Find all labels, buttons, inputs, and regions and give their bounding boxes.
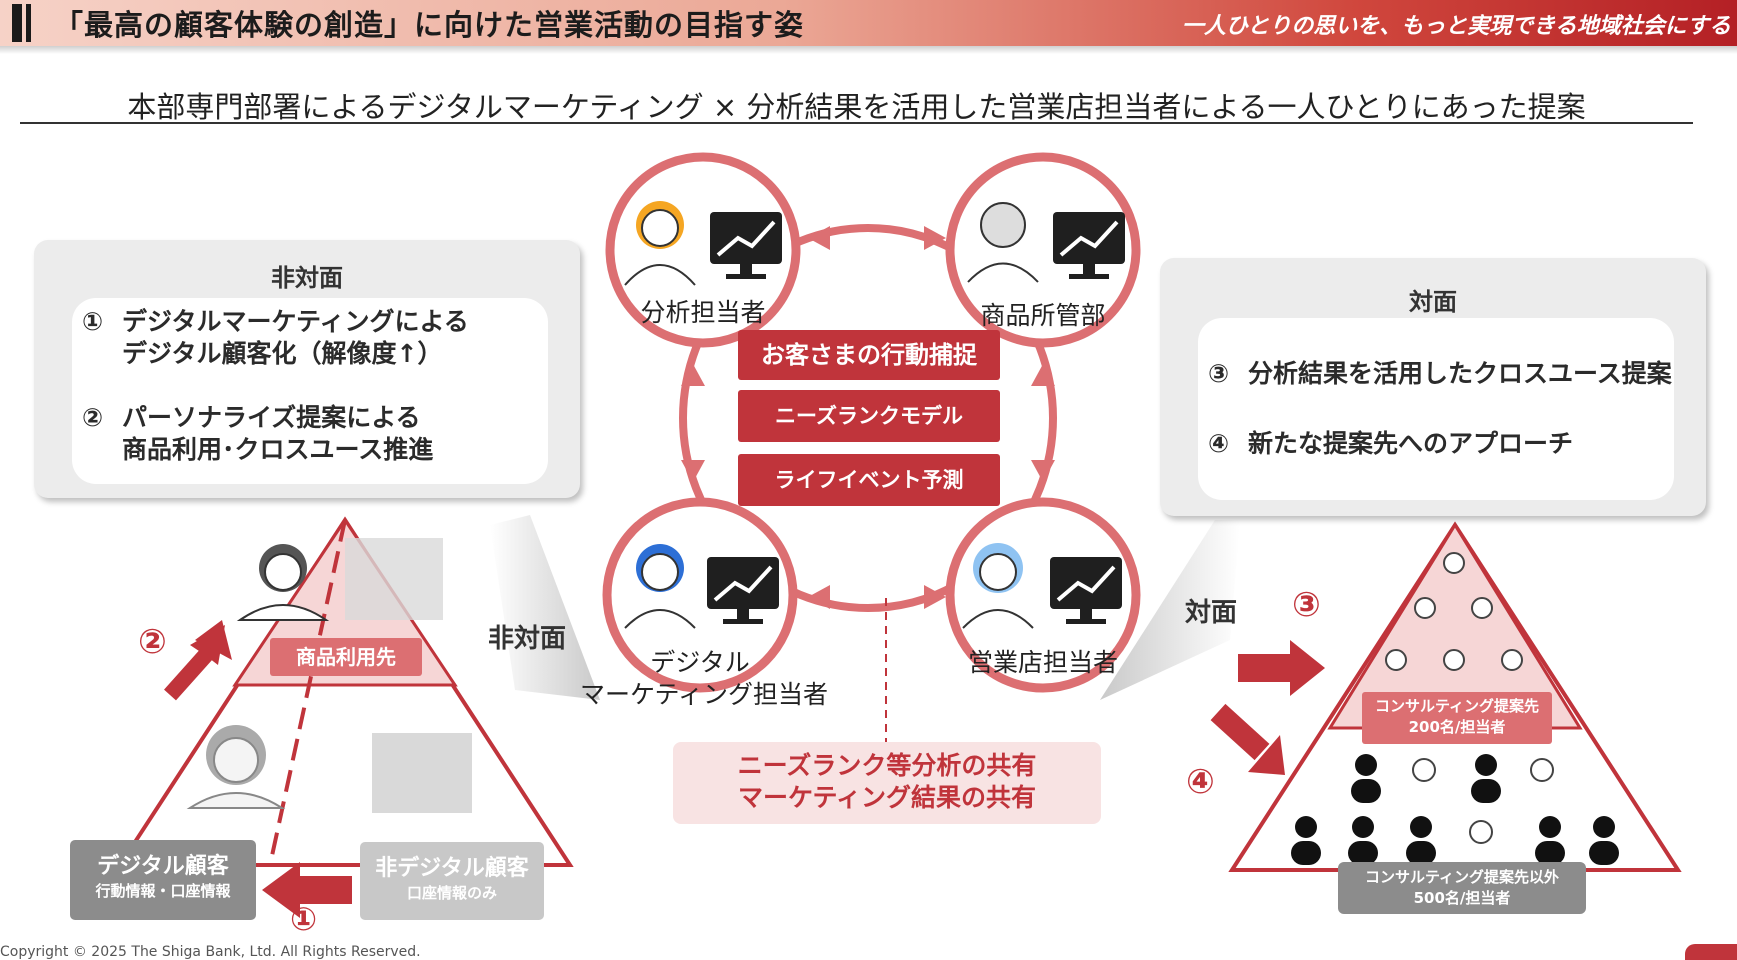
person-icon-branch bbox=[962, 543, 1034, 629]
life-event-prediction-box: ライフイベント予測 bbox=[738, 454, 1000, 506]
digital-customer-box: デジタル顧客 行動情報・口座情報 bbox=[70, 840, 256, 920]
non-consulting-line1: コンサルティング提案先以外 bbox=[1364, 868, 1560, 886]
header-accent-mark-2 bbox=[26, 4, 31, 42]
person-icon-product bbox=[967, 202, 1039, 283]
person-icon-digital bbox=[624, 544, 696, 629]
blurred-person-top bbox=[345, 538, 443, 620]
behavior-capture-box: お客さまの行動捕捉 bbox=[738, 330, 1000, 380]
arrow-icon-4 bbox=[1210, 703, 1270, 761]
sharing-line-1: ニーズランク等分析の共有 bbox=[737, 751, 1037, 780]
face-wedge bbox=[1100, 520, 1240, 700]
consulting-target-line2: 200名/担当者 bbox=[1408, 718, 1506, 736]
blurred-person-bottom bbox=[372, 733, 472, 813]
non-digital-customer-sub: 口座情報のみ bbox=[406, 884, 497, 902]
role-label-analyst: 分析担当者 bbox=[640, 298, 766, 327]
digital-customer-sub: 行動情報・口座情報 bbox=[95, 882, 231, 900]
header-bar bbox=[0, 0, 1737, 46]
header-divider bbox=[0, 46, 1737, 54]
digital-customer-title: デジタル顧客 bbox=[97, 854, 229, 879]
role-label-digital-line1: デジタル bbox=[650, 648, 750, 677]
non-digital-customer-box: 非デジタル顧客 口座情報のみ bbox=[360, 842, 544, 920]
monitor-trend-lines bbox=[713, 220, 1119, 602]
non-consulting-line2: 500名/担当者 bbox=[1413, 889, 1511, 907]
arrow-icon-1 bbox=[300, 876, 352, 904]
person-icon-left-top bbox=[236, 544, 330, 621]
sharing-line-2: マーケティング結果の共有 bbox=[737, 783, 1036, 812]
step-3-marker: ③ bbox=[1292, 585, 1321, 625]
sharing-box: ニーズランク等分析の共有 マーケティング結果の共有 bbox=[673, 742, 1101, 824]
copyright: Copyright © 2025 The Shiga Bank, Ltd. Al… bbox=[0, 944, 421, 960]
arrow-icon-3 bbox=[1238, 654, 1293, 682]
ring-arrows bbox=[681, 226, 1055, 609]
needs-rank-model-box: ニーズランクモデル bbox=[738, 390, 1000, 442]
nonface-panel-body bbox=[72, 298, 548, 484]
product-user-label: 商品利用先 bbox=[270, 638, 422, 676]
nonface-item-1-line2: デジタル顧客化（解像度↑） bbox=[122, 339, 443, 368]
nonface-panel-title: 非対面 bbox=[271, 264, 343, 292]
face-panel-title: 対面 bbox=[1409, 288, 1457, 316]
role-label-product-dept: 商品所管部 bbox=[980, 301, 1106, 330]
face-label: 対面 bbox=[1185, 598, 1238, 628]
non-consulting-target-box: コンサルティング提案先以外 500名/担当者 bbox=[1338, 862, 1586, 914]
nonface-label: 非対面 bbox=[488, 624, 567, 654]
role-label-digital-line2: マーケティング担当者 bbox=[580, 680, 829, 709]
step-4-marker: ④ bbox=[1186, 762, 1215, 802]
consulting-target-box: コンサルティング提案先 200名/担当者 bbox=[1362, 692, 1552, 744]
center-ring bbox=[679, 224, 1057, 612]
page-number-tab bbox=[1685, 944, 1737, 960]
nonface-wedge bbox=[490, 515, 600, 700]
person-icon-grid-top bbox=[1385, 552, 1523, 671]
step-2-marker: ② bbox=[138, 622, 167, 662]
role-label-branch: 営業店担当者 bbox=[967, 648, 1118, 677]
step-1-marker: ① bbox=[290, 900, 318, 938]
header-slogan: 一人ひとりの思いを、もっと実現できる地域社会にする bbox=[1181, 14, 1731, 39]
monitor-chart-icon bbox=[707, 212, 1125, 624]
person-icon-grid-bottom bbox=[1291, 754, 1619, 865]
page-subtitle: 本部専門部署によるデジタルマーケティング × 分析結果を活用した営業店担当者によ… bbox=[20, 84, 1693, 124]
consulting-target-line1: コンサルティング提案先 bbox=[1374, 697, 1540, 715]
nonface-item-2-line2: 商品利用･クロスユース推進 bbox=[122, 435, 434, 464]
page-title: 「最高の顧客体験の創造」に向けた営業活動の目指す姿 bbox=[54, 8, 805, 42]
non-digital-customer-title: 非デジタル顧客 bbox=[375, 856, 529, 881]
header-accent-mark bbox=[12, 4, 22, 42]
person-icon-analyst bbox=[624, 201, 696, 286]
person-icon-left-bottom bbox=[186, 725, 286, 809]
face-panel-body bbox=[1198, 318, 1674, 500]
